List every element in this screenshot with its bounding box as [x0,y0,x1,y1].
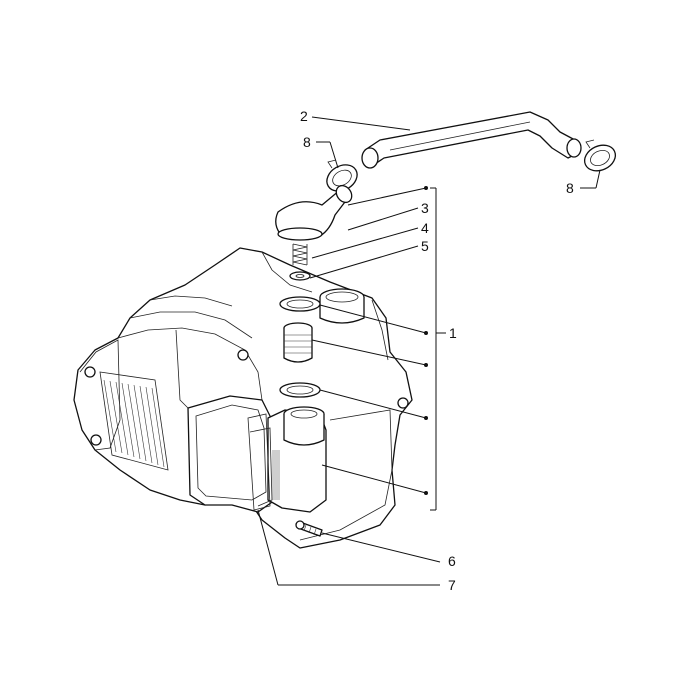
callout-5[interactable]: 5 [421,238,429,254]
o-ring-lower [279,382,321,398]
hose-clamp-right [583,139,617,172]
bracket-dots [424,186,428,495]
leader-lines [257,116,601,586]
callout-1[interactable]: 1 [449,325,457,341]
cylinder-head-cover [73,247,413,549]
breather-cap [275,184,353,241]
callout-3[interactable]: 3 [421,200,429,216]
washer [289,271,311,281]
screw [295,520,323,537]
breather-hose [361,111,582,169]
gasket [247,413,271,511]
filler-cap [319,288,365,324]
callout-8-right[interactable]: 8 [566,180,574,196]
breather-housing [249,406,327,513]
callout-8-left[interactable]: 8 [303,134,311,150]
callout-2[interactable]: 2 [300,108,308,124]
callout-7[interactable]: 7 [448,577,456,593]
callout-4[interactable]: 4 [421,220,429,236]
cooling-fins [103,379,165,468]
callout-6[interactable]: 6 [448,553,456,569]
spring [292,243,308,266]
o-ring-upper [279,296,321,312]
breather-valve-body [283,322,313,363]
